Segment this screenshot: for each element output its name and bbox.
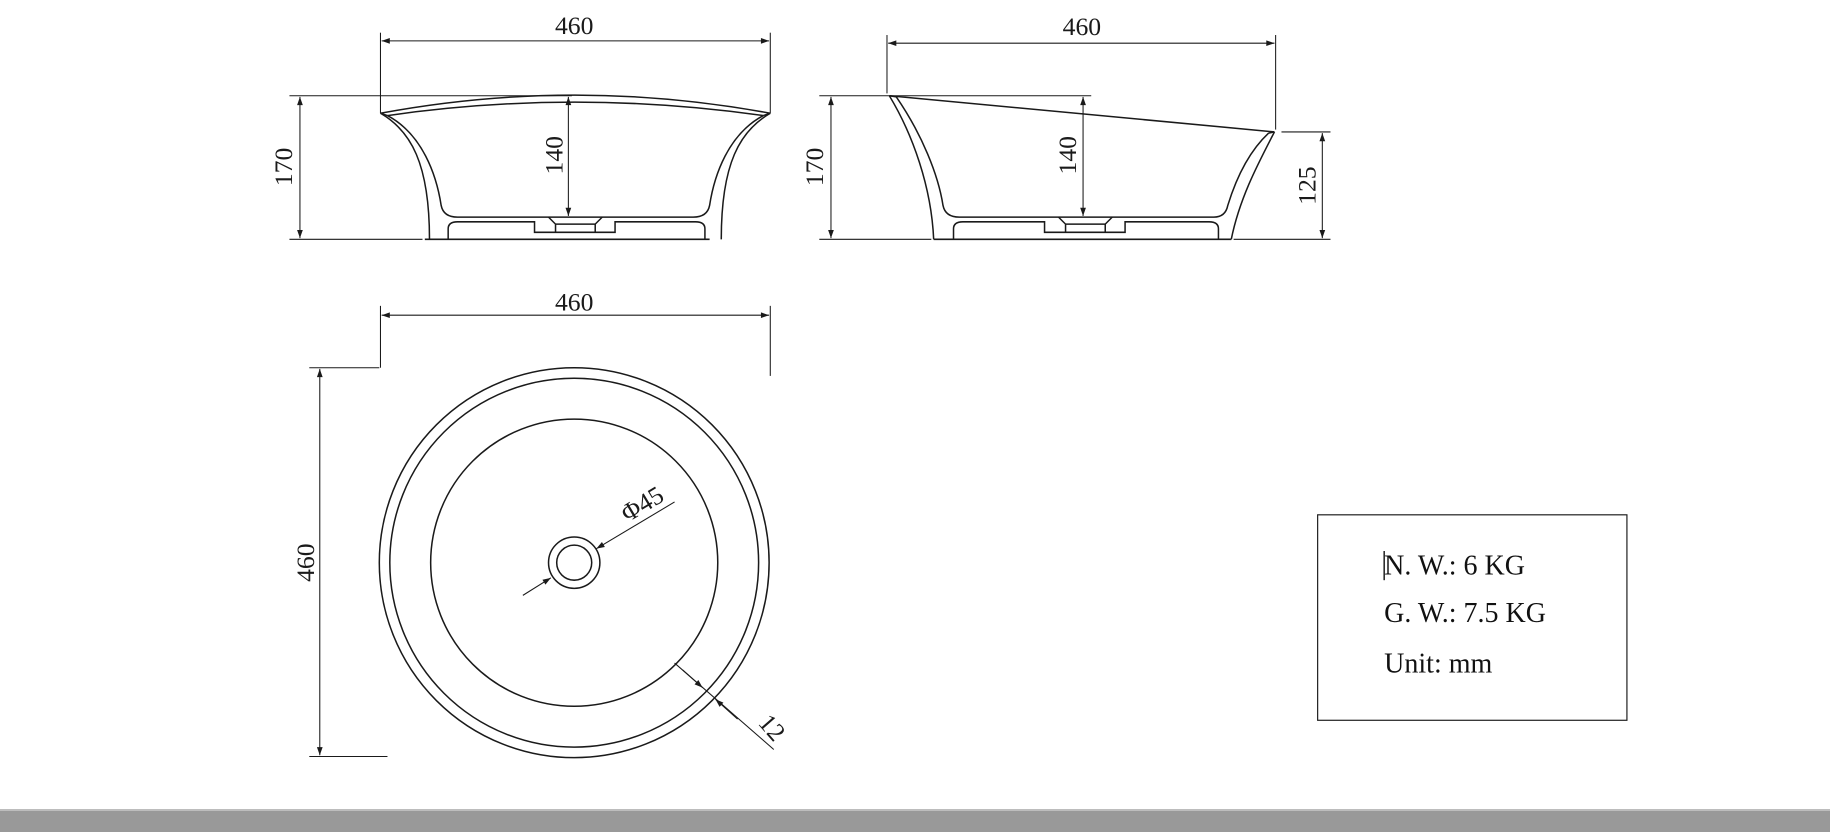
drain-dimension-arrow: [522, 577, 552, 596]
info-box-border: [1317, 514, 1628, 721]
outer-wall-right: [1230, 131, 1276, 240]
drain-outer-circle: [547, 536, 601, 590]
inner-rim: [387, 101, 764, 117]
outer-wall-left: [888, 95, 935, 240]
technical-drawing: 460 170 140 460 170 125: [269, 11, 1628, 759]
net-weight: N. W.: 6 KG: [1384, 550, 1525, 581]
drain: [1058, 216, 1113, 233]
height-dimension: 460: [291, 543, 320, 581]
height-dimension: 170: [269, 148, 298, 186]
depth-dimension: 140: [1053, 136, 1082, 174]
bottom-scroll-bar[interactable]: [0, 809, 1830, 832]
outer-rim: [380, 94, 771, 114]
width-dimension: 460: [555, 288, 593, 317]
rim-dimension-arrow: [682, 669, 703, 688]
top-view: 460 460 Φ45 12: [291, 288, 792, 759]
foot-recess: [952, 221, 1220, 240]
height-dimension: 170: [800, 148, 829, 186]
width-dimension: 460: [555, 11, 593, 40]
inner-bowl: [895, 96, 1270, 218]
rim-dimension: 12: [753, 708, 792, 746]
low-side-dimension: 125: [1292, 166, 1321, 204]
outer-rim-circle: [378, 366, 770, 759]
rim-dimension-arrow: [715, 698, 738, 720]
drain-dimension-arrow: [596, 501, 675, 550]
bowl-circle: [429, 418, 719, 708]
drain-inner-circle: [555, 544, 593, 581]
drain-dimension: Φ45: [616, 480, 669, 528]
foot-recess: [447, 221, 706, 240]
depth-dimension: 140: [540, 136, 569, 174]
sloped-rim: [889, 94, 1275, 133]
outer-wall-left: [380, 112, 431, 240]
width-dimension: 460: [1063, 12, 1101, 41]
drain: [547, 216, 603, 233]
info-box: N. W.: 6 KG G. W.: 7.5 KG Unit: mm: [1317, 514, 1628, 721]
inner-rim-circle: [389, 377, 760, 748]
front-view: 460 170 140: [269, 11, 771, 241]
inner-bowl: [387, 114, 764, 218]
unit-label: Unit: mm: [1384, 648, 1492, 679]
outer-wall-right: [720, 112, 771, 240]
side-view: 460 170 125 140: [800, 12, 1331, 241]
gross-weight: G. W.: 7.5 KG: [1384, 598, 1546, 629]
